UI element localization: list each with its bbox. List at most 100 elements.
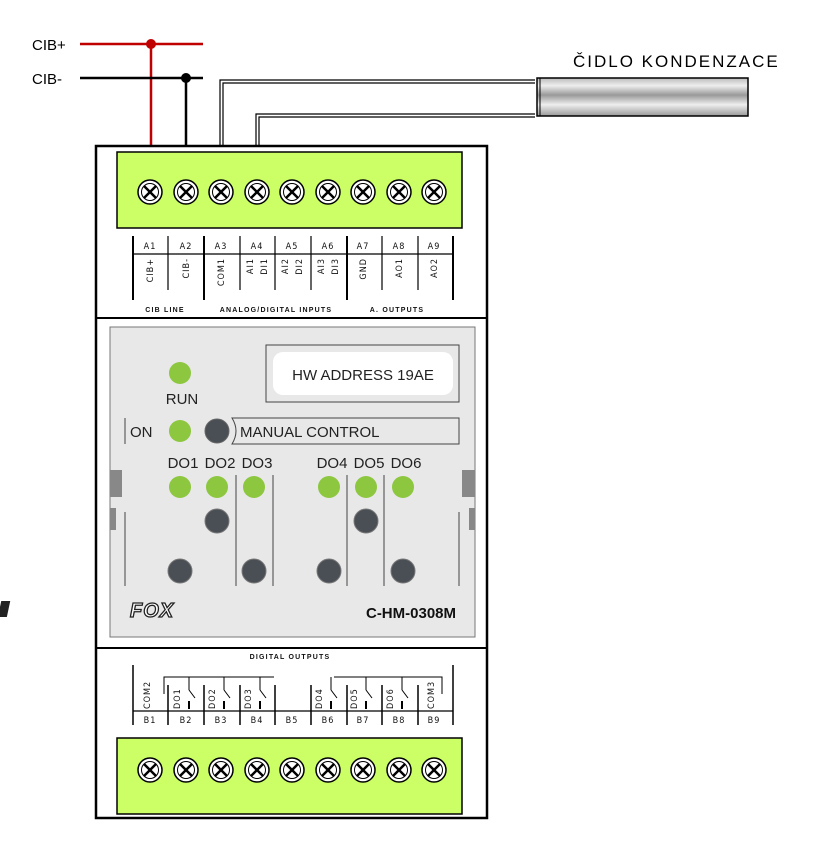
- terminal-id: A8: [393, 242, 406, 252]
- group-digital-outputs: DIGITAL OUTPUTS: [250, 654, 331, 661]
- terminal-signal: AI1: [246, 258, 256, 274]
- model-name: C-HM-0308M: [366, 605, 456, 622]
- foxtrot-logo: FOX: [130, 600, 175, 622]
- screw-icon: [137, 179, 163, 205]
- do-label: DO3: [242, 455, 273, 472]
- do-led: [206, 476, 228, 498]
- relay-contact-icon: [330, 689, 338, 699]
- terminal-signal: AI2: [281, 258, 291, 274]
- terminal-signal: DI1: [260, 258, 270, 275]
- do-off-button[interactable]: [241, 558, 267, 584]
- screw-icon: [386, 179, 412, 205]
- do-off-button[interactable]: [316, 558, 342, 584]
- screw-icon: [137, 757, 163, 783]
- manual-control-frame: [231, 417, 460, 445]
- cib-plus-label: CIB+: [32, 37, 66, 54]
- screw-icon: [315, 179, 341, 205]
- terminal-signal: DI2: [295, 258, 305, 275]
- sensor-wire-2: [255, 113, 535, 152]
- do-on-button[interactable]: [353, 508, 379, 534]
- screw-icon: [173, 179, 199, 205]
- terminal-id: A7: [357, 242, 370, 252]
- screw-icon: [386, 757, 412, 783]
- terminal-signal: AI3: [317, 258, 327, 274]
- relay-contact-icon: [365, 689, 373, 699]
- screw-icon: [421, 179, 447, 205]
- terminal-id: B9: [428, 716, 441, 726]
- hw-address: HW ADDRESS 19AE: [292, 367, 434, 384]
- terminal-id: B7: [357, 716, 370, 726]
- terminal-signal: DO6: [386, 688, 396, 709]
- do-off-button[interactable]: [390, 558, 416, 584]
- terminal-signal: DO4: [315, 688, 325, 709]
- terminal-signal: DO3: [244, 688, 254, 709]
- terminal-id: B5: [286, 716, 299, 726]
- screw-icon: [208, 757, 234, 783]
- terminal-signal: CIB+: [146, 258, 156, 282]
- do-label: DO5: [354, 455, 385, 472]
- terminal-signal: COM1: [217, 258, 227, 286]
- relay-contact-icon: [259, 689, 267, 699]
- relay-contact-icon: [401, 689, 409, 699]
- cib-wires: CIB+ CIB-: [32, 37, 203, 152]
- do-label: DO4: [317, 455, 348, 472]
- do-label: DO6: [391, 455, 422, 472]
- do-led: [392, 476, 414, 498]
- top-terminal-labels: CIB LINE ANALOG/DIGITAL INPUTS A. OUTPUT…: [132, 236, 454, 314]
- on-label: ON: [130, 424, 153, 441]
- screw-icon: [421, 757, 447, 783]
- relay-contact-icon: [188, 689, 196, 699]
- terminal-signal: COM3: [427, 681, 437, 709]
- terminal-id: A9: [428, 242, 441, 252]
- terminal-signal: AO1: [395, 258, 405, 278]
- cib-minus-label: CIB-: [32, 71, 62, 88]
- terminal-signal: DO2: [208, 688, 218, 709]
- screw-icon: [208, 179, 234, 205]
- address-frame: [265, 344, 460, 403]
- on-led: [169, 420, 191, 442]
- screw-icon: [173, 757, 199, 783]
- screw-icon: [350, 757, 376, 783]
- do-on-button[interactable]: [204, 508, 230, 534]
- bottom-screws: [137, 757, 447, 783]
- terminal-id: A5: [286, 242, 299, 252]
- do-led: [318, 476, 340, 498]
- terminal-signal: DO5: [350, 688, 360, 709]
- terminal-id: B6: [322, 716, 335, 726]
- do-led: [243, 476, 265, 498]
- terminal-id: B3: [215, 716, 228, 726]
- terminal-signal: GND: [359, 258, 369, 280]
- terminal-signal: COM2: [143, 681, 153, 709]
- manual-control-label: MANUAL CONTROL: [240, 424, 379, 441]
- do-led: [169, 476, 191, 498]
- terminal-id: A2: [180, 242, 193, 252]
- terminal-id: A1: [144, 242, 157, 252]
- terminal-signal: CIB-: [182, 258, 192, 279]
- terminal-id: A4: [251, 242, 264, 252]
- screw-icon: [315, 757, 341, 783]
- sensor-body: [536, 77, 749, 117]
- cib-minus-junction: [181, 73, 191, 83]
- do-off-button[interactable]: [167, 558, 193, 584]
- screw-icon: [279, 757, 305, 783]
- run-led: [169, 362, 191, 384]
- terminal-id: B4: [251, 716, 264, 726]
- condensation-sensor: ČIDLO KONDENZACE: [219, 52, 780, 152]
- relay-contact-icon: [223, 689, 231, 699]
- do-label: DO1: [168, 455, 199, 472]
- group-inputs: ANALOG/DIGITAL INPUTS: [220, 307, 332, 314]
- terminal-id: B8: [393, 716, 406, 726]
- terminal-id: B2: [180, 716, 193, 726]
- cib-plus-junction: [146, 39, 156, 49]
- sensor-label: ČIDLO KONDENZACE: [573, 52, 780, 71]
- address-label: [273, 352, 453, 395]
- terminal-signal: DO1: [173, 688, 183, 709]
- sensor-wire-1: [219, 79, 535, 152]
- front-panel: HW ADDRESS 19AE RUN ON MANUAL CONTROL DO…: [0, 326, 476, 638]
- manual-control-button[interactable]: [204, 418, 230, 444]
- do-led: [355, 476, 377, 498]
- top-screws: [137, 179, 447, 205]
- do-label: DO2: [205, 455, 236, 472]
